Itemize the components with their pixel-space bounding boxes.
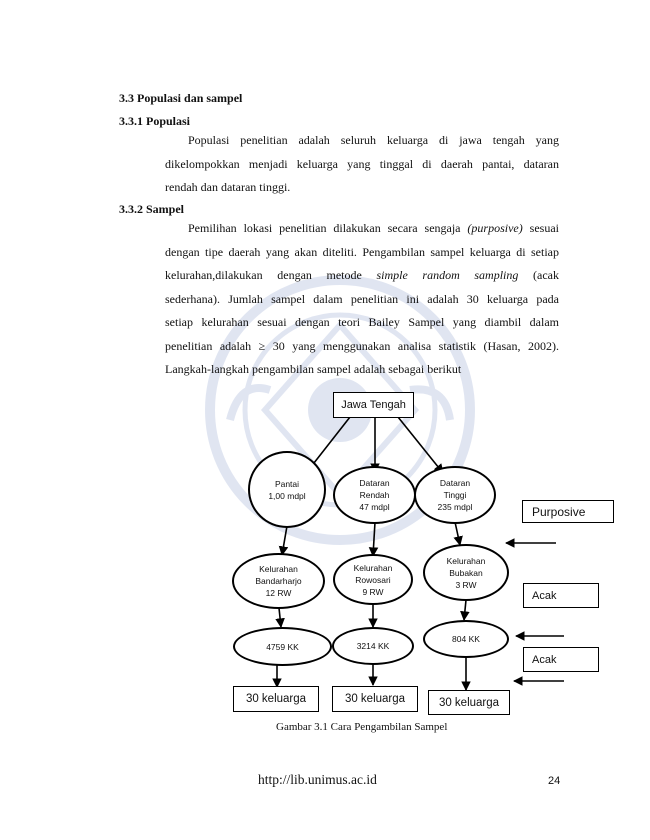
kk-node-rowosari: 3214 KK — [332, 627, 414, 665]
figure-caption: Gambar 3.1 Cara Pengambilan Sampel — [276, 721, 448, 733]
subsection-heading-sampel: 3.3.2 Sampel — [119, 202, 185, 216]
paragraph-line: kelurahan,dilakukan dengan metode simple… — [165, 264, 559, 288]
paragraph-line: sederhana). Jumlah sampel dalam peneliti… — [165, 291, 559, 306]
page-number: 24 — [548, 775, 561, 787]
region-node-pantai: Pantai 1,00 mdpl — [248, 451, 326, 528]
kk-node-bubakan: 804 KK — [423, 620, 509, 658]
connector-line — [275, 607, 285, 628]
footer-url: http://lib.unimus.ac.id — [258, 772, 377, 787]
subsection-heading-populasi: 3.3.1 Populasi — [119, 114, 191, 128]
kelurahan-node-bandarharjo: Kelurahan Bandarharjo 12 RW — [232, 553, 325, 609]
connector-line — [278, 525, 289, 556]
populasi-paragraph: Populasi penelitian adalah seluruh kelua… — [165, 129, 559, 200]
text-span: (acak — [518, 268, 559, 282]
kk-node-bandarharjo: 4759 KK — [233, 627, 332, 666]
kelurahan-node-bubakan: Kelurahan Bubakan 3 RW — [423, 544, 509, 601]
italic-term: simple random sampling — [376, 268, 519, 282]
paragraph-line: Pemilihan lokasi penelitian dilakukan se… — [165, 217, 559, 241]
connector-line — [397, 416, 444, 474]
section-heading-3-3: 3.3 Populasi dan sampel — [119, 91, 243, 105]
connector-line — [460, 599, 470, 621]
text-span: sesuai — [522, 221, 559, 235]
method-box-acak: Acak — [523, 583, 599, 608]
paragraph-line: dikelompokkan menjadi keluarga yang ting… — [165, 156, 559, 171]
kelurahan-node-rowosari: Kelurahan Rowosari 9 RW — [333, 554, 413, 605]
italic-term: (purposive) — [467, 221, 523, 235]
text-span: Pemilihan lokasi penelitian dilakukan se… — [188, 221, 468, 235]
sample-box-bandarharjo: 30 keluarga — [233, 686, 319, 712]
connector-line — [453, 521, 463, 546]
sample-box-bubakan: 30 keluarga — [428, 690, 510, 715]
method-box-purposive: Purposive — [522, 500, 614, 523]
root-node: Jawa Tengah — [333, 392, 414, 418]
paragraph-line: penelitian adalah ≥ 30 yang menggunakan … — [165, 338, 559, 353]
sample-box-rowosari: 30 keluarga — [332, 686, 418, 712]
paragraph-line: rendah dan dataran tinggi. — [165, 180, 291, 194]
paragraph-line: Populasi penelitian adalah seluruh kelua… — [188, 133, 559, 147]
sampel-paragraph: Pemilihan lokasi penelitian dilakukan se… — [165, 217, 559, 382]
region-node-dataran-tinggi: Dataran Tinggi 235 mdpl — [414, 466, 496, 524]
paragraph-line: Langkah-langkah pengambilan sampel adala… — [165, 362, 462, 376]
text-span: kelurahan,dilakukan dengan metode — [165, 268, 377, 282]
region-node-dataran-rendah: Dataran Rendah 47 mdpl — [333, 466, 416, 524]
method-box-acak: Acak — [523, 647, 599, 672]
paragraph-line: setiap kelurahan sesuai dengan teori Bai… — [165, 315, 559, 329]
paragraph-line: dengan tipe daerah yang akan diteliti. P… — [165, 244, 559, 259]
connector-line — [368, 521, 379, 557]
